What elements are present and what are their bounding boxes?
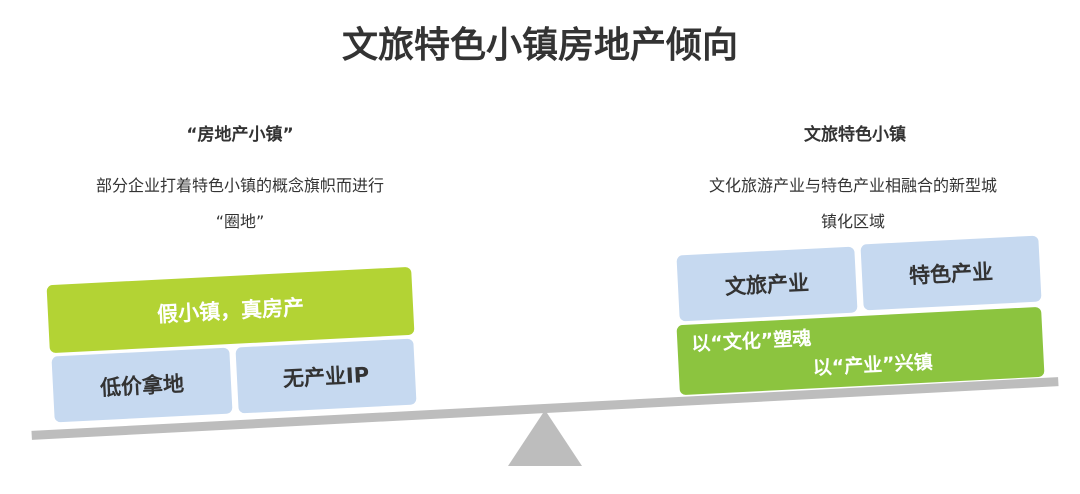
left-heading: “房地产小镇” [186,125,294,145]
left-desc-line1: 部分企业打着特色小镇的概念旗帜而进行 [95,176,384,195]
left-top-box: 假小镇，真房产 [46,266,415,354]
left-desc-line2: “圈地” [215,212,265,231]
right-desc-line2: 镇化区域 [820,212,885,231]
right-heading: 文旅特色小镇 [804,125,906,145]
left-box-low-price-land: 低价拿地 [51,347,233,423]
right-desc-line1: 文化旅游产业与特色产业相融合的新型城 [708,176,997,195]
balance-fulcrum [508,410,582,466]
left-description: 部分企业打着特色小镇的概念旗帜而进行 “圈地” [40,168,440,240]
right-box-cultural-tourism: 文旅产业 [676,246,858,322]
right-description: 文化旅游产业与特色产业相融合的新型城 镇化区域 [653,168,1053,240]
page-title: 文旅特色小镇房地产倾向 [341,25,738,66]
right-box-featured-industry: 特色产业 [860,235,1042,311]
left-box-no-industry-ip: 无产业IP [235,338,417,414]
